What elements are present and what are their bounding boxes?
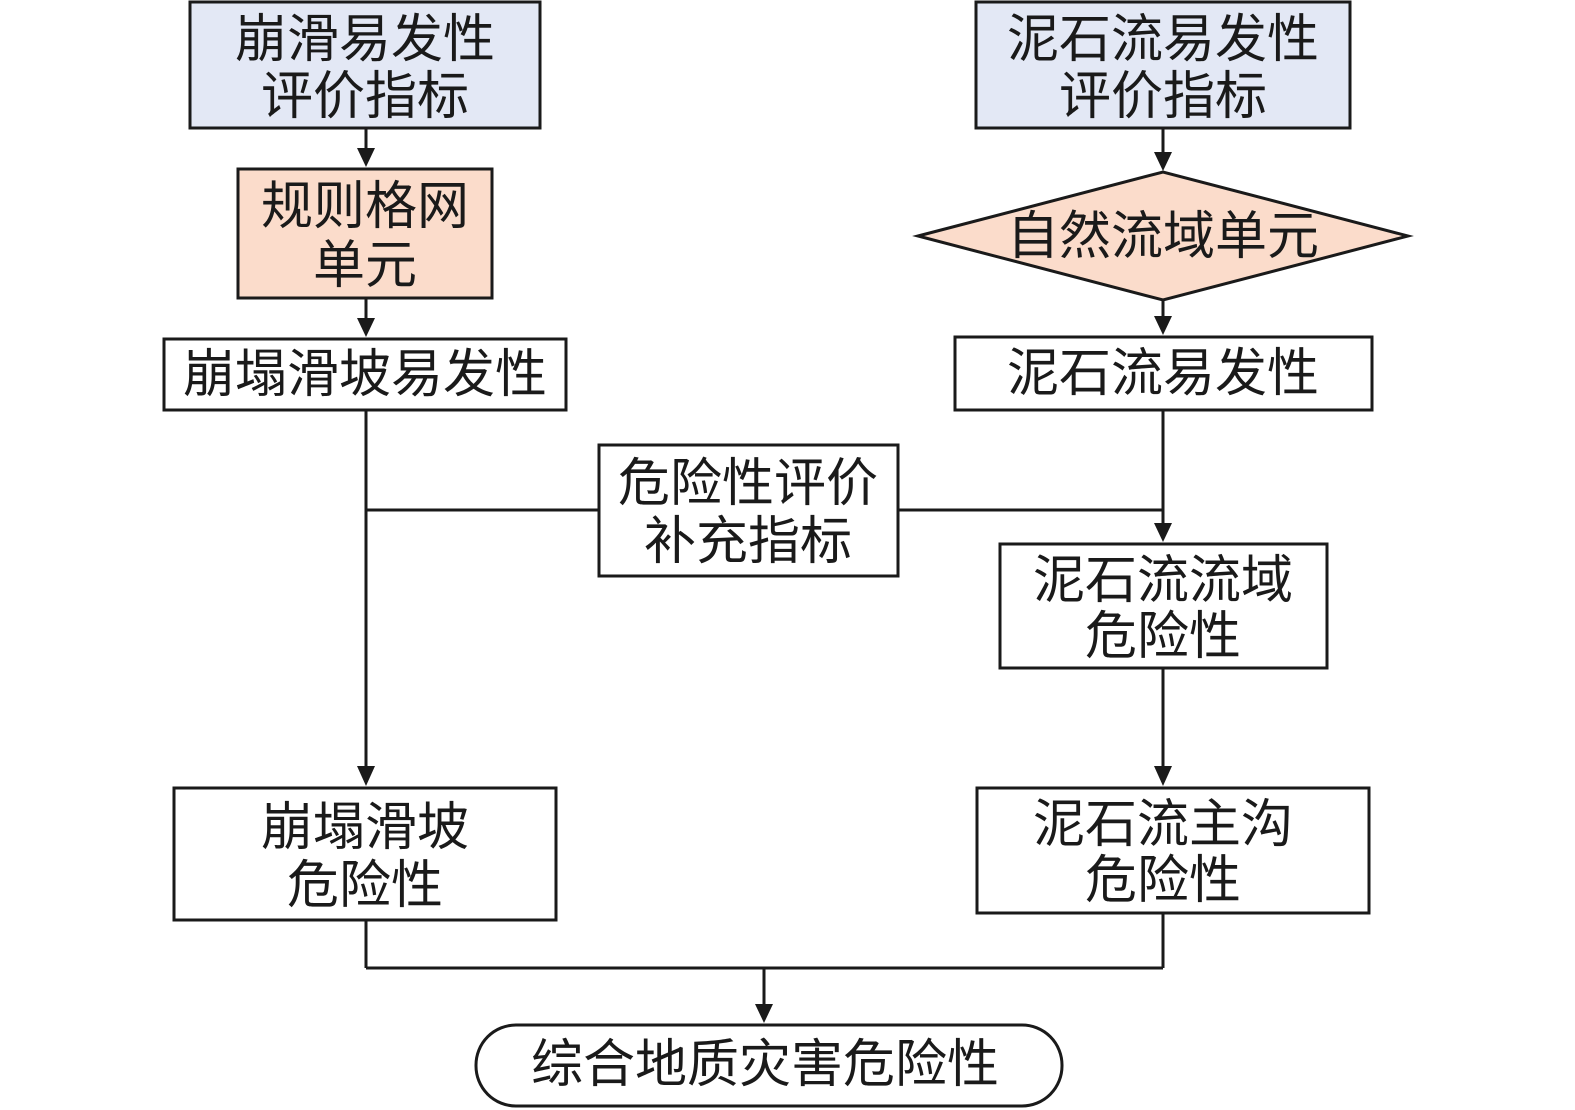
node-landslide-susceptibility: 崩塌滑坡易发性 <box>162 337 568 412</box>
node-label-line2: 补充指标 <box>644 512 852 572</box>
node-box <box>998 542 1329 670</box>
node-diamond <box>912 170 1414 302</box>
arrowhead-to-main-gully <box>1154 766 1172 786</box>
node-label-line2: 危险性 <box>1085 607 1241 667</box>
node-box <box>975 786 1371 915</box>
node-box <box>188 0 542 130</box>
node-landslide-hazard: 崩塌滑坡 危险性 <box>172 786 558 922</box>
node-label-line1: 泥石流主沟 <box>1033 795 1293 855</box>
arrowhead-to-watershed <box>1154 152 1172 171</box>
node-debris-susceptibility: 泥石流易发性 <box>953 335 1374 412</box>
arrowhead-to-comprehensive <box>755 1004 773 1023</box>
connectors <box>364 128 1165 1007</box>
arrowhead-to-watershed-hazard <box>1154 523 1172 542</box>
node-label-line1: 规则格网 <box>261 177 469 237</box>
arrowhead-to-grid <box>357 148 375 167</box>
node-label-line1: 综合地质灾害危险性 <box>531 1035 999 1095</box>
node-box <box>974 0 1352 130</box>
node-label-line1: 自然流域单元 <box>1007 207 1319 267</box>
arrowhead-to-landslide-susceptibility <box>357 318 375 337</box>
node-landslide-indicators: 崩滑易发性 评价指标 <box>188 0 542 130</box>
node-debris-indicators: 泥石流易发性 评价指标 <box>974 0 1352 130</box>
node-watershed-unit: 自然流域单元 <box>912 170 1414 302</box>
node-box <box>172 786 558 922</box>
arrowhead-to-landslide-hazard <box>357 766 375 786</box>
node-label-line1: 崩塌滑坡易发性 <box>183 345 547 405</box>
node-supplementary-indicators: 危险性评价 补充指标 <box>597 443 900 578</box>
node-label-line2: 危险性 <box>287 856 443 916</box>
node-label-line2: 单元 <box>313 236 417 296</box>
node-terminal <box>474 1023 1064 1108</box>
node-label-line1: 崩塌滑坡 <box>261 798 469 858</box>
node-label-line1: 泥石流易发性 <box>1007 10 1319 70</box>
node-label-line1: 泥石流易发性 <box>1007 344 1319 404</box>
node-watershed-hazard: 泥石流流域 危险性 <box>998 542 1329 670</box>
node-box <box>162 337 568 412</box>
node-box <box>953 335 1374 412</box>
node-grid-unit: 规则格网 单元 <box>236 167 494 300</box>
node-label-line2: 危险性 <box>1085 851 1241 911</box>
node-label-line1: 崩滑易发性 <box>235 10 495 70</box>
node-comprehensive-hazard: 综合地质灾害危险性 <box>474 1023 1064 1108</box>
node-main-gully-hazard: 泥石流主沟 危险性 <box>975 786 1371 915</box>
arrowhead-to-debris-susceptibility <box>1154 316 1172 335</box>
node-label-line1: 泥石流流域 <box>1033 551 1293 611</box>
node-label-line2: 评价指标 <box>261 67 469 127</box>
node-label-line2: 评价指标 <box>1059 67 1267 127</box>
arrowheads <box>357 148 1172 1023</box>
node-label-line1: 危险性评价 <box>618 454 878 514</box>
node-box <box>597 443 900 578</box>
node-box <box>236 167 494 300</box>
